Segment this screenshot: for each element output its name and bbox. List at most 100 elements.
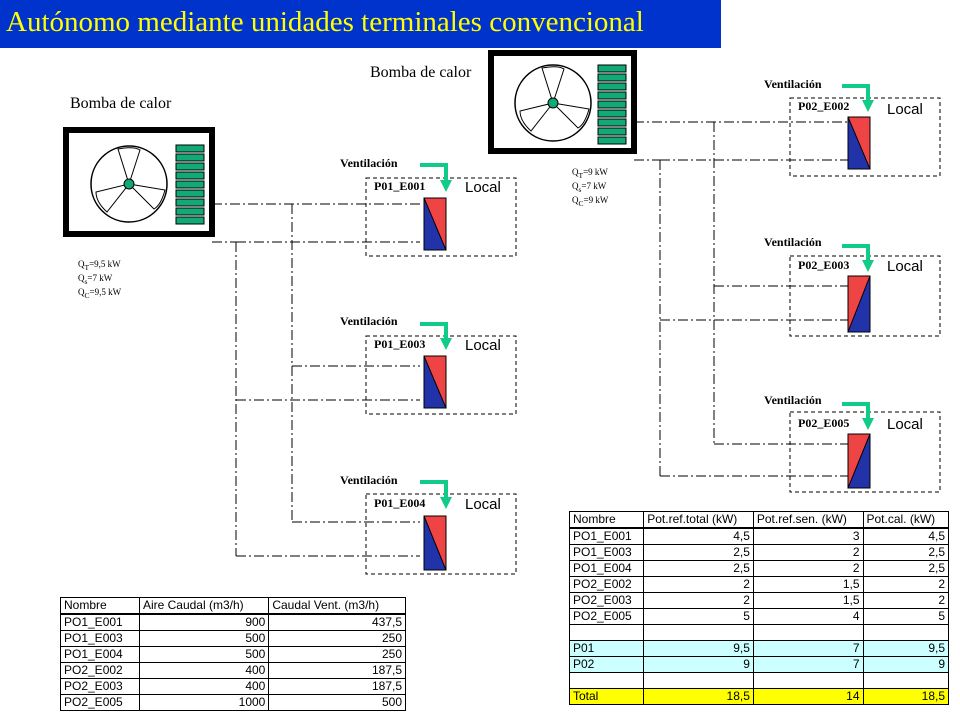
table-cell: 18,5 xyxy=(862,688,949,705)
terminal-unit-P01-E001 xyxy=(423,197,447,251)
table-cell: PO1_E001 xyxy=(568,527,645,545)
table-cell: PO1_E004 xyxy=(568,560,645,577)
spec-line: QC=9,5 kW xyxy=(78,286,122,300)
table-cell: 2 xyxy=(862,576,949,593)
table-cell: 5 xyxy=(643,608,754,625)
local-label: Local xyxy=(465,337,501,354)
heat-pump-1-label: Bomba de calor xyxy=(70,95,172,112)
spec-line: Qs=7 kW xyxy=(78,272,113,286)
table-cell: P02 xyxy=(568,656,645,673)
table-cell: PO2_E005 xyxy=(60,694,140,711)
table-cell: 9,5 xyxy=(862,640,949,657)
local-label: Local xyxy=(465,496,501,513)
table-cell: 2 xyxy=(752,544,864,561)
table-cell: 14 xyxy=(752,688,864,705)
table-cell: PO1_E004 xyxy=(60,646,140,663)
table-cell: 500 xyxy=(268,694,406,711)
table-cell: 3 xyxy=(752,527,864,545)
table-cell: 2,5 xyxy=(862,544,949,561)
vent-arrow-icon xyxy=(420,480,452,509)
vent-arrow-icon xyxy=(842,244,874,272)
ventilation-label: Ventilación xyxy=(764,393,822,407)
vent-arrow-icon xyxy=(842,402,874,430)
table-cell: 1,5 xyxy=(752,576,864,593)
power-table: Nombre Pot.ref.total (kW) Pot.ref.sen. (… xyxy=(568,511,949,705)
pipes-heat-pump-1 xyxy=(212,203,420,557)
table-cell: 437,5 xyxy=(268,613,406,631)
column-header: Caudal Vent. (m3/h) xyxy=(268,597,406,615)
spec-line: Qs=7 kW xyxy=(572,180,607,194)
table-cell: 18,5 xyxy=(643,688,754,705)
heat-pump-2-specs: QT=9 kW Qs=7 kW QC=9 kW xyxy=(572,167,608,208)
table-cell: PO2_E003 xyxy=(60,678,140,695)
table-cell: 2,5 xyxy=(643,560,754,577)
room-name-label: P02_E003 xyxy=(798,258,850,273)
terminal-unit-P01-E003 xyxy=(423,355,447,409)
table-cell: PO1_E003 xyxy=(568,544,645,561)
vent-arrow-icon xyxy=(420,163,452,192)
ventilation-label: Ventilación xyxy=(764,235,822,249)
table-cell: 500 xyxy=(138,630,270,647)
heat-pump-2-label: Bomba de calor xyxy=(370,64,472,81)
airflow-table: Nombre Aire Caudal (m3/h) Caudal Vent. (… xyxy=(60,597,406,711)
table-cell: 2 xyxy=(862,592,949,609)
room-name-label: P01_E003 xyxy=(374,337,426,352)
table-cell: 500 xyxy=(138,646,270,663)
column-header: Pot.cal. (kW) xyxy=(862,511,949,529)
room-name-label: P02_E005 xyxy=(798,416,850,431)
local-label: Local xyxy=(887,258,923,275)
table-cell: PO1_E001 xyxy=(60,613,140,631)
table-cell: 9,5 xyxy=(643,640,754,657)
table-cell: 2,5 xyxy=(862,560,949,577)
table-cell: 2 xyxy=(752,560,864,577)
table-cell: 900 xyxy=(138,613,270,631)
local-label: Local xyxy=(887,416,923,433)
page-title: Autónomo mediante unidades terminales co… xyxy=(6,6,644,38)
table-cell: PO2_E002 xyxy=(60,662,140,679)
table-cell: 7 xyxy=(752,640,864,657)
ventilation-label: Ventilación xyxy=(340,314,398,328)
spec-line: QC=9 kW xyxy=(572,194,609,208)
heat-pump-1-specs: QT=9,5 kW Qs=7 kW QC=9,5 kW xyxy=(78,259,121,300)
terminal-unit-P01-E004 xyxy=(423,515,447,571)
table-cell: 9 xyxy=(643,656,754,673)
table-cell: 250 xyxy=(268,630,406,647)
room-name-label: P02_E002 xyxy=(798,99,850,114)
column-header: Pot.ref.total (kW) xyxy=(643,511,754,529)
terminal-unit-P02-E003 xyxy=(847,275,871,333)
spec-line: QT=9,5 kW xyxy=(78,259,121,272)
table-cell: 250 xyxy=(268,646,406,663)
spec-line: QT=9 kW xyxy=(572,167,608,180)
table-cell: PO2_E003 xyxy=(568,592,645,609)
blank-row xyxy=(568,672,949,689)
table-cell: 2,5 xyxy=(643,544,754,561)
terminal-units xyxy=(423,116,871,571)
ventilation-label: Ventilación xyxy=(764,77,822,91)
ventilation-label: Ventilación xyxy=(340,156,398,170)
coil-icon xyxy=(597,64,627,145)
table-cell: 7 xyxy=(752,656,864,673)
table-cell: 187,5 xyxy=(268,678,406,695)
table-cell: 5 xyxy=(862,608,949,625)
room-enclosures xyxy=(365,97,941,575)
table-cell: 400 xyxy=(138,678,270,695)
table-cell: 1,5 xyxy=(752,592,864,609)
table-cell: 2 xyxy=(643,576,754,593)
table-cell: PO2_E005 xyxy=(568,608,645,625)
table-header-row: Nombre Pot.ref.total (kW) Pot.ref.sen. (… xyxy=(568,511,949,529)
table-header-row: Nombre Aire Caudal (m3/h) Caudal Vent. (… xyxy=(60,597,406,615)
ventilation-label: Ventilación xyxy=(340,473,398,487)
room-name-label: P01_E004 xyxy=(374,496,426,511)
heat-pump-1 xyxy=(63,127,215,237)
